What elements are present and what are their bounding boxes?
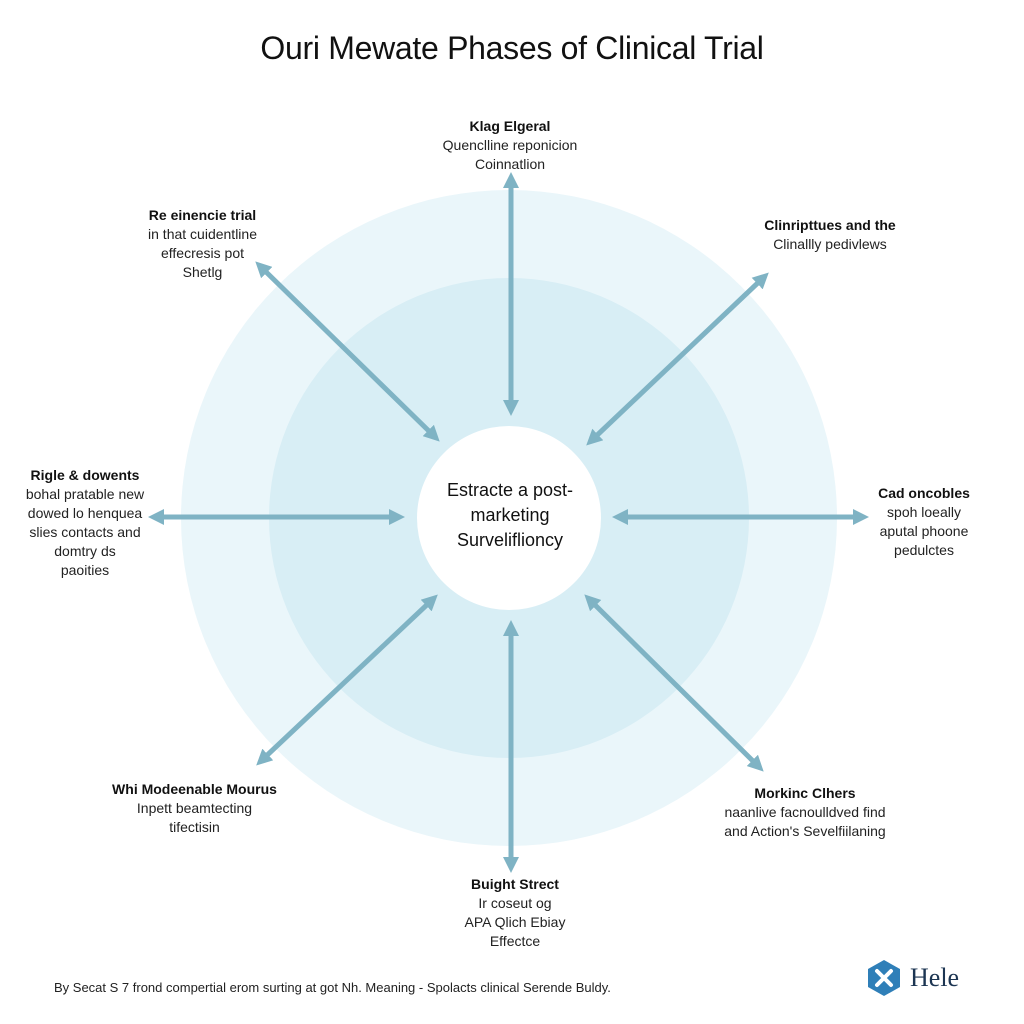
node-title: Morkinc Clhers <box>754 785 856 801</box>
node-title: Whi Modeenable Mourus <box>112 781 277 797</box>
arrow-bottom-left <box>256 594 438 766</box>
node-right: Cad oncobles spoh loeally aputal phoone … <box>850 484 998 560</box>
node-line: Shetlg <box>182 264 223 280</box>
node-title: Cad oncobles <box>878 485 970 501</box>
node-top-right: Clinripttues and the Clinallly pedivlews <box>720 216 940 254</box>
node-title: Re einencie trial <box>148 207 257 223</box>
node-line: Ir coseut og <box>478 895 552 911</box>
node-line: and Action's Sevelfiilaning <box>724 823 886 839</box>
node-title: Rigle & dowents <box>30 467 140 483</box>
center-label: Estracte a post-marketing Surveliflioncy <box>420 478 600 553</box>
node-line: aputal phoone <box>879 523 969 539</box>
node-line: Inpett beamtecting <box>136 800 253 816</box>
node-line: bohal pratable new <box>25 486 145 502</box>
node-line: Clinallly pedivlews <box>773 236 887 252</box>
arrow-bottom-right <box>584 594 764 772</box>
node-title: Buight Strect <box>471 876 559 892</box>
node-left: Rigle & dowents bohal pratable new dowed… <box>10 466 160 580</box>
node-line: domtry ds <box>54 543 116 559</box>
arrows <box>147 171 870 874</box>
center-line: Estracte a <box>446 480 528 500</box>
node-title: Clinripttues and the <box>764 217 896 233</box>
node-line: Coinnatlion <box>474 156 546 172</box>
node-line: dowed lo henquea <box>27 505 143 521</box>
hexagon-cross-logo-icon <box>868 960 900 996</box>
node-line: naanlive facnoulldved find <box>724 804 886 820</box>
node-bottom-right: Morkinc Clhers naanlive facnoulldved fin… <box>700 784 910 841</box>
arrow-top-right <box>586 272 769 446</box>
center-line: Surveliflioncy <box>456 530 564 550</box>
node-top-left: Re einencie trial in that cuidentline ef… <box>120 206 285 282</box>
diagram-title: Ouri Mewate Phases of Clinical Trial <box>260 30 764 66</box>
node-line: APA Qlich Ebiay <box>464 914 566 930</box>
node-title: Klag Elgeral <box>469 118 551 134</box>
node-line: Effectce <box>489 933 541 949</box>
node-top: Klag Elgeral Quenclline reponicion Coinn… <box>405 117 615 174</box>
node-line: effecresis pot <box>160 245 244 261</box>
node-line: paoities <box>60 562 110 578</box>
footnote: By Secat S 7 frond compertial erom surti… <box>54 980 611 995</box>
arrow-top-left <box>255 261 440 442</box>
node-line: pedulctes <box>894 542 954 558</box>
node-bottom: Buight Strect Ir coseut og APA Qlich Ebi… <box>420 875 610 951</box>
brand-logo: Hele <box>866 958 959 998</box>
node-bottom-left: Whi Modeenable Mourus Inpett beamtecting… <box>92 780 297 837</box>
node-line: tifectisin <box>169 819 220 835</box>
node-line: Quenclline reponicion <box>442 137 578 153</box>
center-line: post-marketing <box>470 480 574 525</box>
logo-text: Hele <box>910 963 960 992</box>
node-line: spoh loeally <box>887 504 961 520</box>
node-line: slies contacts and <box>29 524 141 540</box>
center-circle <box>417 426 601 610</box>
node-line: in that cuidentline <box>148 226 257 242</box>
